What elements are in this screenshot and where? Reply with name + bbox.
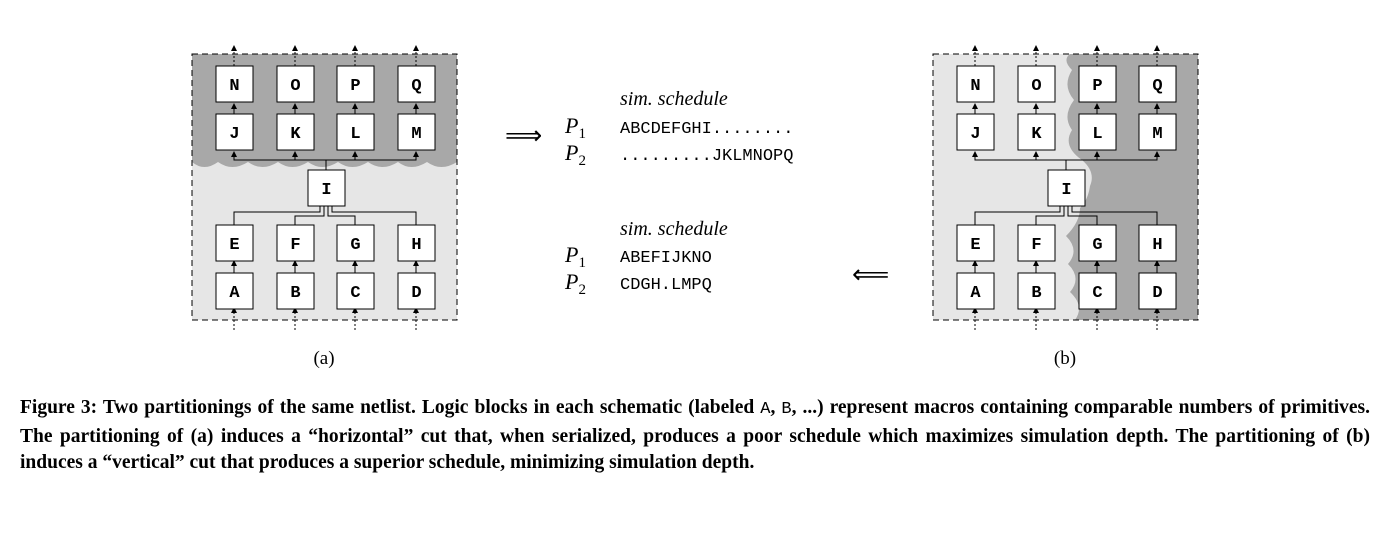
block-label: H — [1152, 236, 1162, 255]
row-third: E F G H — [215, 224, 436, 262]
caption-code: B — [781, 400, 792, 419]
block-label: C — [1092, 284, 1102, 303]
row-top: N O P Q — [956, 65, 1177, 103]
block-label: O — [1031, 77, 1041, 96]
panel-a: N O P Q J K L M I E F G H — [191, 45, 458, 369]
block-label: L — [350, 125, 360, 144]
wires — [972, 45, 1160, 330]
schedule-p2-bottom: CDGH.LMPQ — [620, 276, 712, 295]
row-second: J K L M — [215, 113, 436, 151]
panel-border — [932, 53, 1199, 321]
row-bottom: A B C D — [956, 272, 1177, 310]
block-label: N — [970, 77, 980, 96]
schedule-p1-top: ABCDEFGHI........ — [620, 120, 793, 139]
block-label: L — [1092, 125, 1102, 144]
subfigure-label-b: (b) — [1054, 348, 1076, 369]
p1-label: P1 — [564, 113, 586, 142]
caption-code: A — [760, 400, 771, 419]
block-label: G — [350, 236, 360, 255]
block-label: M — [411, 125, 421, 144]
block-label: O — [290, 77, 300, 96]
block-label: B — [290, 284, 300, 303]
block-label: Q — [411, 77, 421, 96]
block-label: C — [350, 284, 360, 303]
block-label: N — [229, 77, 239, 96]
block-label: Q — [1152, 77, 1162, 96]
block-label: J — [970, 125, 980, 144]
block-label: K — [1031, 125, 1042, 144]
caption-text: , ...) represent macros containing compa… — [20, 397, 1370, 473]
block-label: E — [229, 236, 239, 255]
caption-text: , — [770, 397, 782, 418]
block-label: I — [1061, 181, 1071, 200]
figure: N O P Q J K L M I E F G H — [191, 45, 1199, 369]
row-second: J K L M — [956, 113, 1177, 151]
schedule-p1-bottom: ABEFIJKNO — [620, 249, 712, 268]
panel-b: N O P Q J K L M I E F G H — [932, 45, 1199, 369]
block-label: M — [1152, 125, 1162, 144]
block-label: P — [1092, 77, 1102, 96]
block-label: B — [1031, 284, 1041, 303]
schedule-title-top: sim. schedule — [620, 88, 728, 110]
caption-text: Figure 3: Two partitionings of the same … — [20, 397, 761, 418]
p2-label: P2 — [564, 269, 586, 298]
block-label: J — [229, 125, 239, 144]
block-label: E — [970, 236, 980, 255]
subfigure-label-a: (a) — [313, 348, 334, 369]
row-top: N O P Q — [215, 65, 436, 103]
block-middle: I — [307, 169, 346, 207]
block-label: G — [1092, 236, 1102, 255]
figure-caption: Figure 3: Two partitionings of the same … — [20, 395, 1370, 477]
right-arrow-icon: ⟹ — [505, 121, 542, 150]
p2-label: P2 — [564, 140, 586, 169]
left-arrow-icon: ⟸ — [852, 260, 889, 289]
block-middle: I — [1047, 169, 1086, 207]
block-label: K — [290, 125, 301, 144]
schedules: ⟹ sim. schedule P1 ABCDEFGHI........ P2 … — [505, 88, 889, 298]
block-label: F — [1031, 236, 1041, 255]
block-label: D — [411, 284, 421, 303]
block-label: F — [290, 236, 300, 255]
block-label: D — [1152, 284, 1162, 303]
schedule-title-bottom: sim. schedule — [620, 218, 728, 240]
block-label: A — [970, 284, 981, 303]
block-label: I — [321, 181, 331, 200]
block-label: P — [350, 77, 360, 96]
p1-label: P1 — [564, 242, 586, 271]
block-label: A — [229, 284, 240, 303]
block-label: H — [411, 236, 421, 255]
panel-border — [191, 53, 458, 321]
row-third: E F G H — [956, 224, 1177, 262]
row-bottom: A B C D — [215, 272, 436, 310]
wires — [231, 45, 419, 330]
dark-region — [192, 54, 457, 167]
schedule-p2-top: .........JKLMNOPQ — [620, 147, 793, 166]
